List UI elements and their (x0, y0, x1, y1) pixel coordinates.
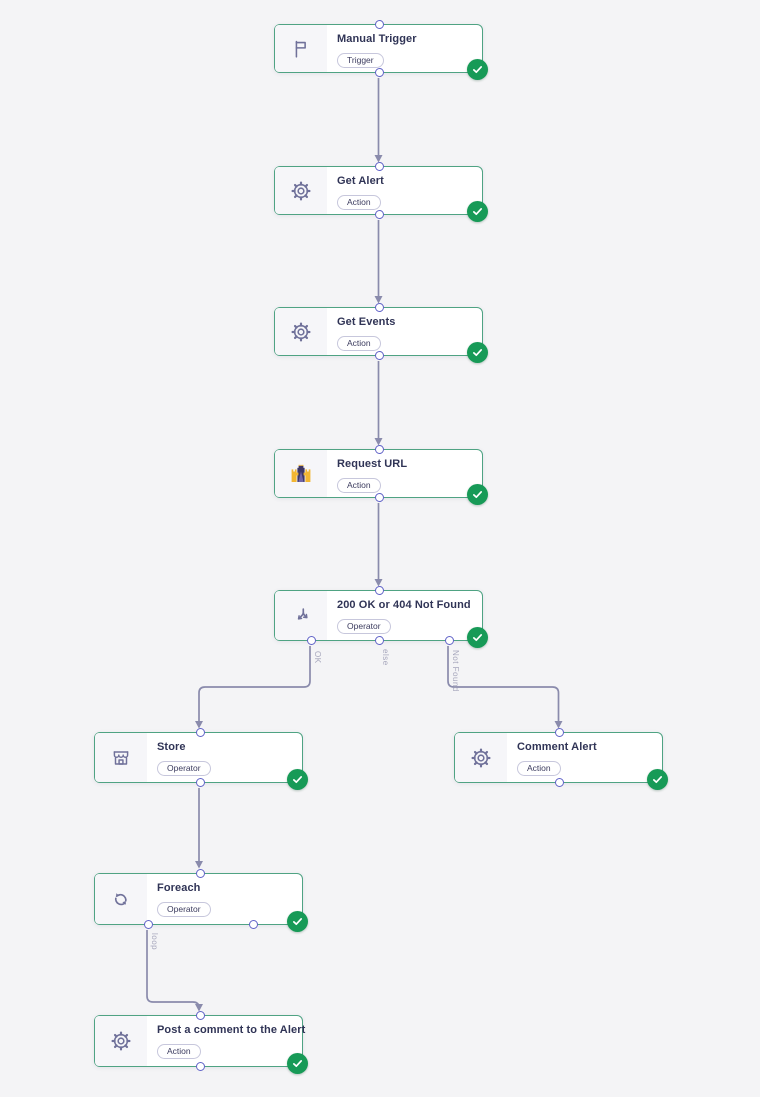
node-success-check-icon (467, 342, 488, 363)
branch-icon (275, 591, 327, 640)
node-type-badge: Action (337, 336, 381, 351)
gear-icon (455, 733, 507, 782)
node-type-badge: Action (337, 478, 381, 493)
top-port[interactable] (375, 303, 384, 312)
node-type-badge: Action (337, 195, 381, 210)
node-manual-trigger[interactable]: Manual Trigger Trigger (274, 20, 488, 80)
node-title: Get Events (337, 316, 396, 328)
bottom-port[interactable] (555, 778, 564, 787)
edge-http-status-condition-to-store (195, 646, 311, 729)
node-type-badge: Action (157, 1044, 201, 1059)
bottom-port[interactable] (143, 920, 153, 929)
node-title: Request URL (337, 458, 408, 470)
gear-icon (275, 167, 327, 214)
node-body: Post a comment to the Alert Action (147, 1016, 306, 1066)
node-type-badge: Operator (157, 761, 211, 776)
node-title: Comment Alert (517, 741, 597, 753)
node-title: Manual Trigger (337, 33, 417, 45)
bottom-port[interactable] (248, 920, 258, 929)
bottom-port[interactable] (195, 778, 205, 787)
node-success-check-icon (287, 1053, 308, 1074)
store-icon (95, 733, 147, 782)
top-port[interactable] (375, 20, 384, 29)
bottom-port[interactable] (306, 636, 316, 645)
bottom-port[interactable] (444, 636, 454, 645)
node-body: Request URL Action (327, 450, 482, 497)
node-success-check-icon (287, 769, 308, 790)
top-port[interactable] (195, 728, 205, 737)
node-success-check-icon (287, 911, 308, 932)
node-body: Comment Alert Action (507, 733, 662, 782)
node-success-check-icon (467, 484, 488, 505)
bottom-port[interactable] (375, 493, 384, 502)
node-foreach[interactable]: Foreach Operator (94, 869, 308, 932)
branch-label: loop (150, 933, 159, 951)
branch-label: OK (313, 651, 322, 664)
node-comment-alert[interactable]: Comment Alert Action (454, 728, 668, 790)
branch-label: Not Found (451, 650, 460, 692)
branch-label: else (381, 649, 390, 666)
node-type-badge: Operator (157, 902, 211, 917)
gear-icon (275, 308, 327, 355)
node-title: Foreach (157, 882, 201, 894)
node-type-badge: Action (517, 761, 561, 776)
top-port[interactable] (375, 445, 384, 454)
node-title: Post a comment to the Alert (157, 1024, 306, 1036)
node-body: Store Operator (147, 733, 302, 782)
node-type-badge: Operator (337, 619, 391, 634)
bottom-port[interactable] (375, 351, 384, 360)
gear-icon (95, 1016, 147, 1066)
node-http-status-condition[interactable]: 200 OK or 404 Not Found Operator (274, 586, 488, 648)
node-get-events[interactable]: Get Events Action (274, 303, 488, 363)
loop-icon (95, 874, 147, 924)
node-body: 200 OK or 404 Not Found Operator (327, 591, 482, 640)
top-port[interactable] (195, 1011, 205, 1020)
node-body: Get Alert Action (327, 167, 482, 214)
node-request-url[interactable]: Request URL Action (274, 445, 488, 505)
node-store[interactable]: Store Operator (94, 728, 308, 790)
node-body: Foreach Operator (147, 874, 302, 924)
node-success-check-icon (467, 59, 488, 80)
node-success-check-icon (467, 627, 488, 648)
node-get-alert[interactable]: Get Alert Action (274, 162, 488, 222)
node-success-check-icon (647, 769, 668, 790)
bottom-port[interactable] (375, 636, 384, 645)
node-title: 200 OK or 404 Not Found (337, 599, 471, 611)
bottom-port[interactable] (375, 68, 384, 77)
bottom-port[interactable] (195, 1062, 205, 1071)
top-port[interactable] (375, 162, 384, 171)
node-success-check-icon (467, 201, 488, 222)
top-port[interactable] (195, 869, 205, 878)
node-title: Store (157, 741, 186, 753)
hive-app-icon (275, 450, 327, 497)
edge-http-status-condition-to-comment-alert (447, 646, 563, 729)
node-type-badge: Trigger (337, 53, 384, 68)
node-post-comment-alert[interactable]: Post a comment to the Alert Action (94, 1011, 308, 1074)
node-body: Manual Trigger Trigger (327, 25, 482, 72)
node-body: Get Events Action (327, 308, 482, 355)
top-port[interactable] (555, 728, 564, 737)
node-title: Get Alert (337, 175, 384, 187)
top-port[interactable] (375, 586, 384, 595)
flag-icon (275, 25, 327, 72)
bottom-port[interactable] (375, 210, 384, 219)
